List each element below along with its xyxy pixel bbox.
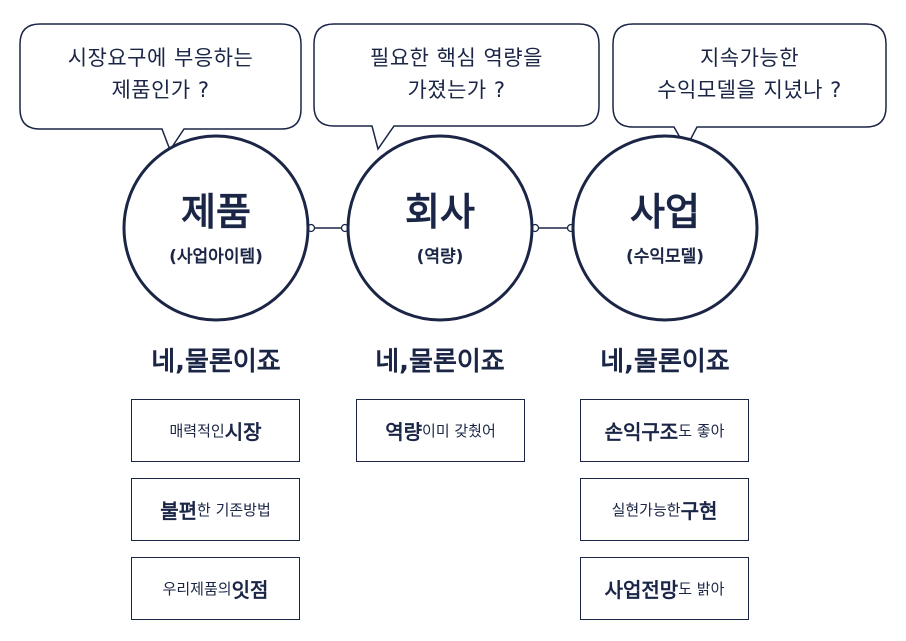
speech-bubble-3 <box>612 23 887 150</box>
reason-box: 매력적인 시장 <box>131 399 300 462</box>
box-keyword: 사업전망 <box>604 578 679 602</box>
speech-bubble-2 <box>313 23 600 151</box>
bubble-line: 필요한 핵심 역량을 <box>370 46 543 70</box>
circle-title: 회사 <box>405 190 475 234</box>
box-text: 실현가능한 <box>611 501 681 519</box>
box-text: 도 좋아 <box>678 422 725 440</box>
circle-subtitle: (수익모델) <box>625 247 705 267</box>
bubble-line: 제품인가 ? <box>111 78 210 102</box>
bubble-line: 시장요구에 부응하는 <box>67 46 254 70</box>
circle-business <box>571 134 759 322</box>
circle-text-company: 회사 (역량) <box>350 190 530 270</box>
box-text: 한 기존방법 <box>197 501 271 519</box>
bubble-line: 지속가능한 <box>699 46 800 70</box>
box-keyword: 잇점 <box>231 578 269 602</box>
box-text: 매력적인 <box>169 422 225 440</box>
circle-title: 사업 <box>630 190 700 234</box>
box-keyword: 손익구조 <box>604 420 679 444</box>
box-keyword: 불편 <box>160 499 198 523</box>
answer-business: 네,물론이죠 <box>600 347 730 377</box>
box-text: 이미 갖췄어 <box>422 422 496 440</box>
box-text: 도 밝아 <box>678 580 725 598</box>
box-keyword: 시장 <box>224 420 262 444</box>
circle-text-product: 제품 (사업아이템) <box>126 190 306 270</box>
bubble-text-2: 필요한 핵심 역량을 가졌는가 ? <box>314 42 599 106</box>
reason-box: 우리제품의 잇점 <box>131 557 300 620</box>
answer-company: 네,물론이죠 <box>375 347 505 377</box>
box-keyword: 역량 <box>385 420 423 444</box>
bubble-line: 가졌는가 ? <box>407 78 506 102</box>
speech-bubble-1 <box>19 23 302 152</box>
circle-title: 제품 <box>181 190 251 234</box>
box-text: 우리제품의 <box>162 580 232 598</box>
bubble-text-1: 시장요구에 부응하는 제품인가 ? <box>20 42 301 106</box>
box-keyword: 구현 <box>680 499 718 523</box>
reason-box: 역량 이미 갖췄어 <box>356 399 525 462</box>
answer-product: 네,물론이죠 <box>151 347 281 377</box>
circle-text-business: 사업 (수익모델) <box>575 190 755 270</box>
reason-box: 실현가능한 구현 <box>580 478 749 541</box>
circle-subtitle: (사업아이템) <box>169 247 263 267</box>
bubble-line: 수익모델을 지녔나 ? <box>657 78 842 102</box>
circle-subtitle: (역량) <box>416 247 464 267</box>
circle-company <box>346 134 534 322</box>
circle-product <box>122 134 310 322</box>
bubble-text-3: 지속가능한 수익모델을 지녔나 ? <box>613 42 886 106</box>
